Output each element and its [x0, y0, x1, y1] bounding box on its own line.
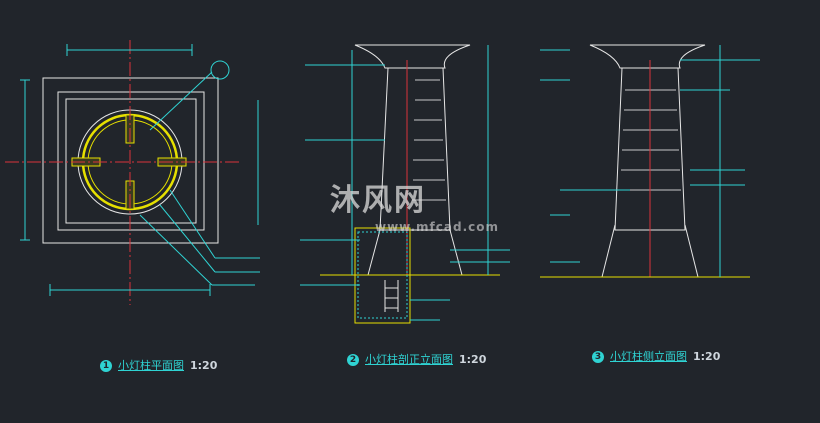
view-scale: 1:20 — [693, 350, 721, 363]
view-scale: 1:20 — [459, 353, 487, 366]
view-name: 小灯柱平面图 — [118, 359, 184, 372]
section-elevation — [300, 44, 510, 324]
view-name: 小灯柱侧立面图 — [610, 350, 687, 363]
view-title-side: 3 小灯柱侧立面图 1:20 — [592, 350, 720, 364]
view-number-badge: 1 — [100, 360, 112, 372]
plan-view — [5, 40, 260, 305]
view-number-badge: 2 — [347, 354, 359, 366]
view-scale: 1:20 — [190, 359, 218, 372]
view-number-badge: 3 — [592, 351, 604, 363]
watermark-url: www.mfcad.com — [375, 220, 499, 234]
watermark-text: 沐风网 — [330, 183, 426, 218]
side-elevation — [540, 44, 760, 278]
view-title-plan: 1 小灯柱平面图 1:20 — [100, 359, 217, 373]
view-name: 小灯柱剖正立面图 — [365, 353, 453, 366]
view-title-section: 2 小灯柱剖正立面图 1:20 — [347, 353, 486, 367]
